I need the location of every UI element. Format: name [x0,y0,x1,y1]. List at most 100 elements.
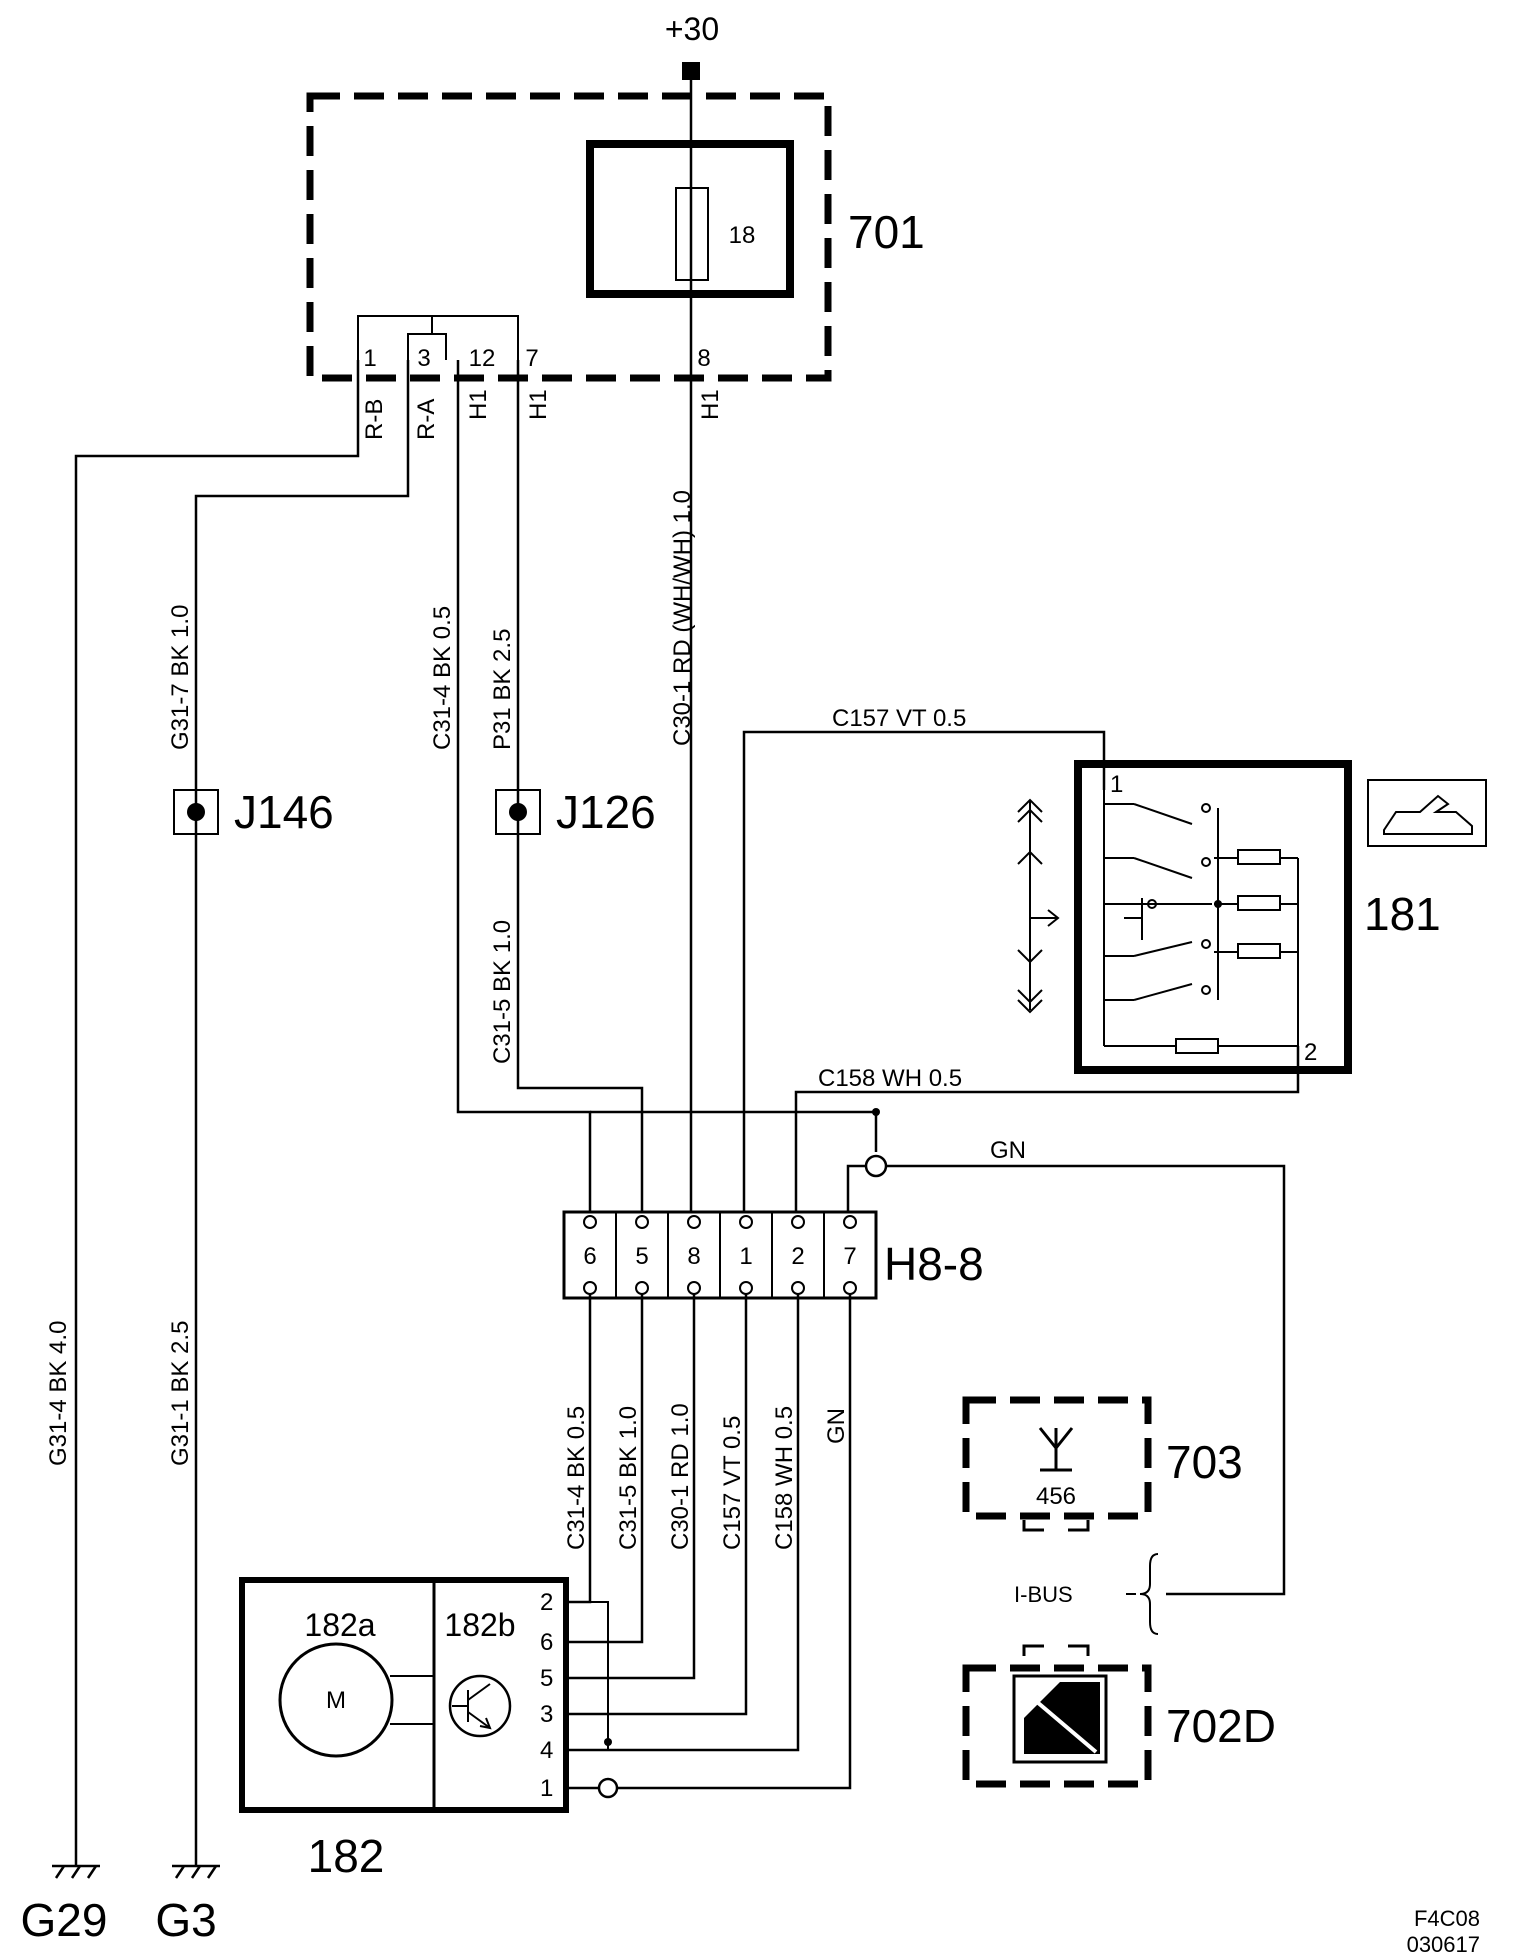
transistor-leads [452,1683,492,1730]
unit-182-label: 182 [308,1830,385,1882]
wire-label-c157: C157 VT 0.5 [832,705,966,732]
unit-182-pin-4: 4 [540,1737,553,1764]
pin-701-3: 3 [417,345,430,372]
wire-lower-c30-1 [550,1294,696,1680]
ground-g3-symbol [172,1864,220,1879]
wire-label-c30-top: C30-1 RD (WH/WH) 1.0 [669,490,696,746]
wire-label-lower-c158: C158 WH 0.5 [771,1406,798,1550]
connector-h8-8-label: H8-8 [884,1238,984,1290]
connector-h8-8 [562,1210,878,1300]
ground-g3-label: G3 [155,1894,216,1946]
h8-pin-8: 8 [687,1243,700,1270]
switch-181-label: 181 [1364,888,1441,940]
wire-label-lower-c31-5: C31-5 BK 1.0 [615,1406,642,1550]
display-icon-slash [1028,1694,1098,1754]
wire-lower-c158 [550,1294,800,1752]
wire-label-c31-5-top: C31-5 BK 1.0 [489,920,516,1064]
pin-701-8: 8 [697,345,710,372]
wire-label-g31-1: G31-1 BK 2.5 [167,1321,194,1466]
splice-j146-label: J146 [234,786,334,838]
junction-dot [872,1108,880,1116]
unit-703-label: 703 [1166,1436,1243,1488]
switch-181-node [1214,900,1222,908]
wire-lower-gn [550,1294,852,1790]
splice-j126-dot [509,803,527,821]
wire-label-lower-c157: C157 VT 0.5 [719,1416,746,1550]
wire-g31-4 [74,360,360,1866]
unit-701-label: 701 [848,206,925,258]
wire-p31-c31-5 [516,360,644,1212]
wire-label-lower-c30-1: C30-1 RD 1.0 [667,1403,694,1550]
wire-lower-c157 [550,1294,748,1716]
unit-702d-label: 702D [1166,1700,1276,1752]
ibus-brace [1139,1553,1159,1635]
wire-g31-7 [194,360,410,1866]
drawing-date: 030617 [1407,1932,1480,1957]
wire-lower-c31-5 [550,1294,644,1644]
unit-182-pin-2: 2 [540,1589,553,1616]
unit-182-pin-6: 6 [540,1629,553,1656]
pin-701-7: 7 [525,345,538,372]
switch-181-pin1: 1 [1110,771,1123,798]
wire-label-r-b: R-B [361,399,388,440]
wire-label-h1-8: H1 [697,389,724,420]
unit-182-box [239,1577,569,1813]
wire-label-h1-7: H1 [525,389,552,420]
unit-182a-label: 182a [304,1607,375,1643]
link-182-junction [604,1738,612,1746]
link-182-pins-2-4 [550,1601,609,1750]
switch-181-box [1074,760,1352,1074]
h8-pin-7: 7 [843,1243,856,1270]
wire-label-c158: C158 WH 0.5 [818,1065,962,1092]
wire-label-r-a: R-A [413,399,440,440]
link-701-pin3 [407,333,447,360]
motor-label: M [326,1687,346,1714]
unit-182-pin-5: 5 [540,1665,553,1692]
unit-703-connector [1022,1520,1090,1532]
antenna-icon [1038,1427,1074,1472]
wire-label-p31: P31 BK 2.5 [489,629,516,750]
wire-label-g31-7: G31-7 BK 1.0 [167,605,194,750]
fuse-18-label: 18 [729,222,756,249]
wire-crossing [864,1154,888,1178]
wire-label-lower-gn: GN [823,1408,850,1444]
splice-j146-dot [187,803,205,821]
pin-701-1: 1 [363,345,376,372]
supply-label: +30 [665,11,719,47]
ground-g29-symbol [52,1864,100,1879]
unit-702d-connector [1022,1644,1090,1656]
ibus-label: I-BUS [1014,1582,1073,1607]
unit-182-pin-1: 1 [540,1775,553,1802]
unit-703-code: 456 [1036,1483,1076,1510]
wire-label-gn: GN [990,1137,1026,1164]
wire-label-c31-4-top: C31-4 BK 0.5 [429,606,456,750]
drawing-code: F4C08 [1414,1906,1480,1931]
sunroof-icon [1383,794,1473,835]
link-182-crossing [597,1777,619,1799]
switch-181-pin2: 2 [1304,1039,1317,1066]
switch-position-arrows [1017,798,1060,1014]
ground-g29-label: G29 [21,1894,108,1946]
unit-182-pin-3: 3 [540,1701,553,1728]
pin-701-12: 12 [469,345,496,372]
splice-j146 [173,789,219,835]
link-701-pin1-7 [357,315,519,360]
splice-j126 [495,789,541,835]
wire-label-h1-12: H1 [465,389,492,420]
unit-701-border [306,92,832,382]
wire-c31-4 [456,360,592,1212]
motor-symbol [278,1642,394,1758]
unit-702d-border [962,1664,1152,1788]
h8-pin-5: 5 [635,1243,648,1270]
unit-703-border [962,1396,1152,1520]
wire-c157 [742,730,1106,1212]
supply-terminal [682,62,700,80]
splice-j126-label: J126 [556,786,656,838]
transistor-symbol [448,1674,512,1738]
h8-pin-1: 1 [739,1243,752,1270]
h8-pin-2: 2 [791,1243,804,1270]
wire-label-g31-4: G31-4 BK 4.0 [45,1321,72,1466]
wire-label-lower-c31-4: C31-4 BK 0.5 [563,1406,590,1550]
unit-182b-label: 182b [444,1607,515,1643]
